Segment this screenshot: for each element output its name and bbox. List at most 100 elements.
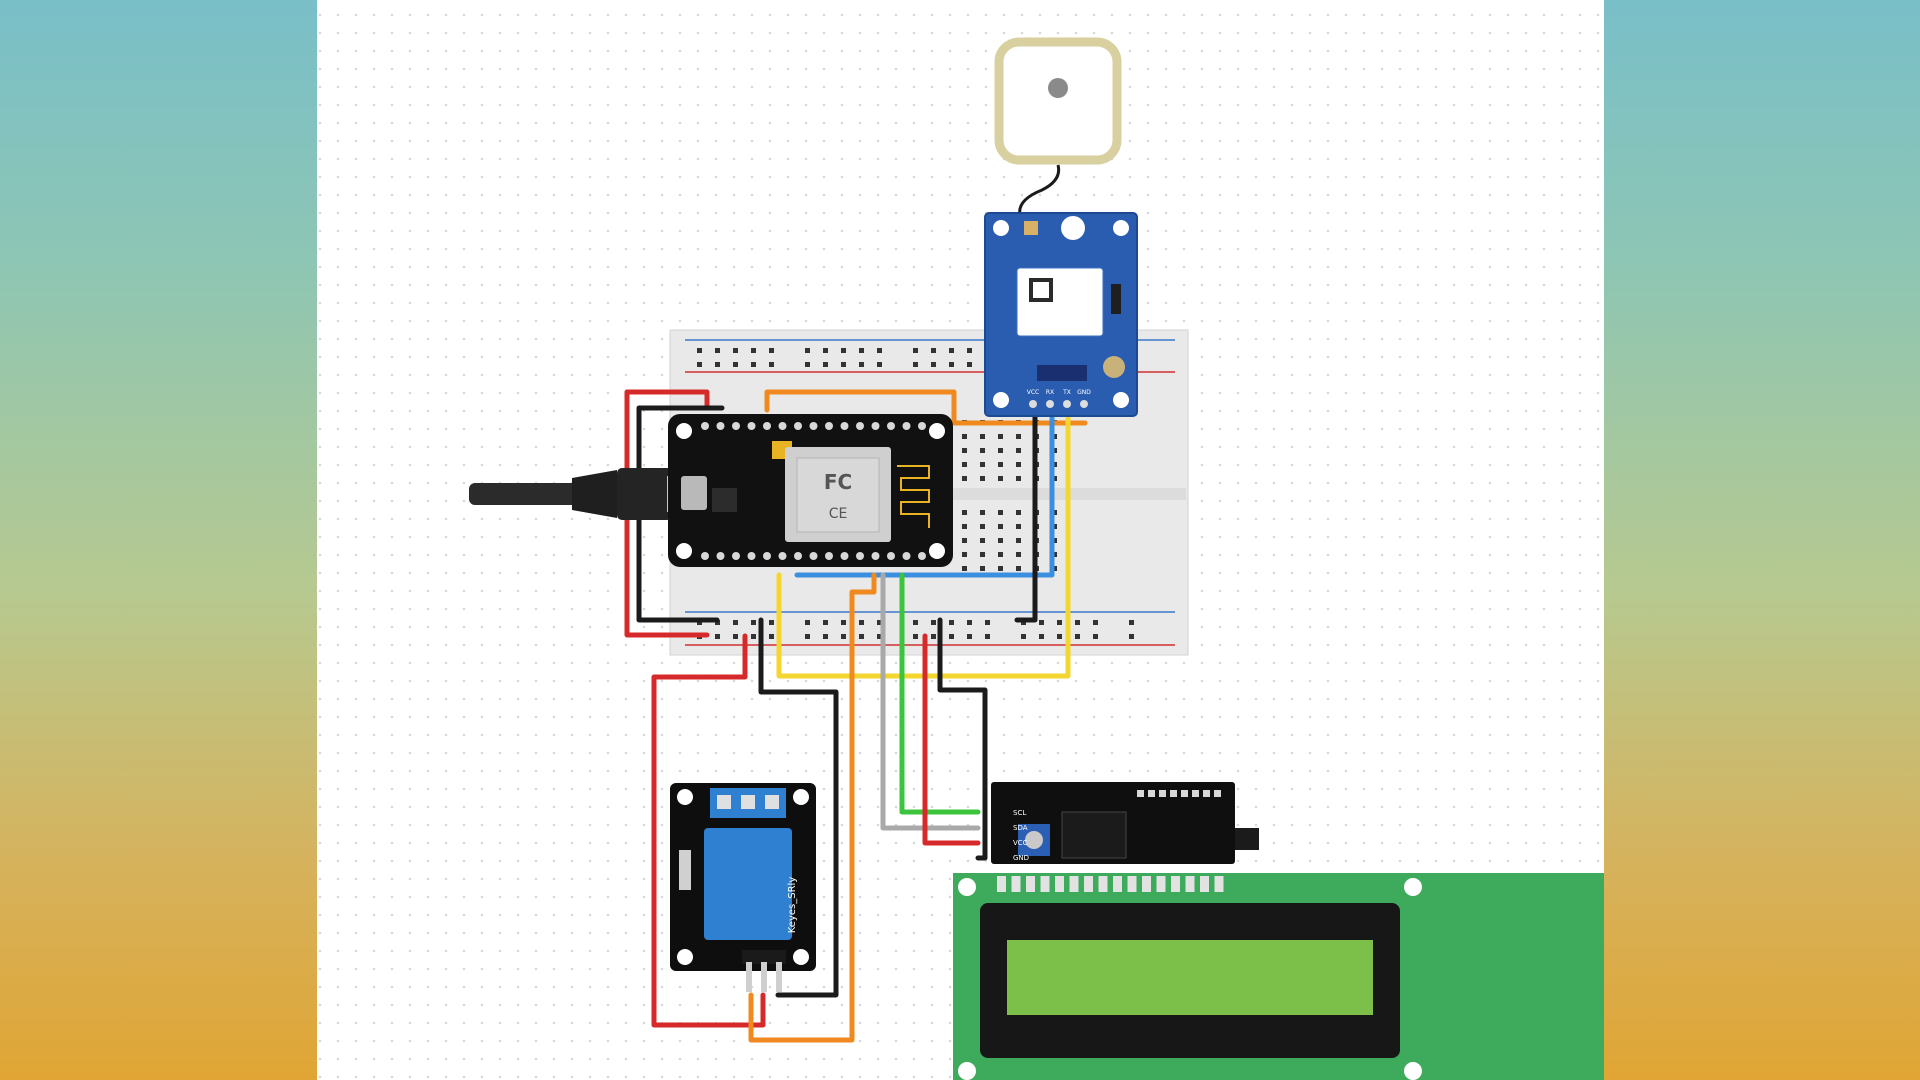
bb-hole [769, 634, 774, 639]
bb-hole [967, 634, 972, 639]
bb-hole [980, 524, 985, 529]
mcu-pin [840, 552, 849, 560]
mcu-pin [918, 552, 926, 560]
mcu-chip-label: FC [824, 470, 852, 494]
bb-hole [1129, 620, 1134, 625]
lcd-pin [1069, 876, 1079, 892]
gps-module-icon: VCC RX TX GND [984, 212, 1138, 417]
bb-hole [931, 348, 936, 353]
bb-hole [913, 362, 918, 367]
bb-hole [931, 620, 936, 625]
lcd-pin [1098, 876, 1108, 892]
bb-hole [733, 634, 738, 639]
bb-hole [805, 348, 810, 353]
bb-hole [805, 634, 810, 639]
mcu-pin [701, 552, 709, 560]
bb-hole [823, 620, 828, 625]
bb-hole [733, 362, 738, 367]
bb-hole [1016, 510, 1021, 515]
bb-hole [1016, 434, 1021, 439]
bb-hole [967, 620, 972, 625]
bb-hole [962, 434, 967, 439]
i2c-pin [1192, 790, 1199, 797]
bb-hole [998, 476, 1003, 481]
bb-hole [998, 448, 1003, 453]
bb-hole [985, 620, 990, 625]
bb-hole [998, 566, 1003, 571]
gps-pin-tx: TX [1062, 389, 1071, 396]
i2c-adapter-icon: SCL SDA VCC GND [991, 782, 1259, 864]
mcu-pin [871, 552, 880, 560]
mcu-pin [856, 552, 864, 560]
mcu-chip-sublabel: CE [829, 506, 848, 522]
mcu-pin [732, 422, 740, 430]
bb-hole [751, 634, 756, 639]
bb-hole [769, 362, 774, 367]
bb-hole [1016, 448, 1021, 453]
lcd-pin [1084, 876, 1093, 892]
bb-hole [1075, 634, 1080, 639]
i2c-pin-sda: SDA [1013, 824, 1028, 832]
bb-hole [841, 634, 846, 639]
mcu-pin [747, 422, 756, 430]
bb-hole [841, 348, 846, 353]
bb-hole [877, 634, 882, 639]
mcu-pin [902, 552, 911, 560]
i2c-pin-gnd: GND [1013, 854, 1029, 862]
mcu-pin [902, 422, 911, 430]
bb-hole [769, 620, 774, 625]
bb-hole [1057, 634, 1062, 639]
bb-hole [841, 620, 846, 625]
bb-hole [998, 524, 1003, 529]
lcd-pin [1055, 876, 1064, 892]
lcd-pin [1142, 876, 1151, 892]
bb-hole [823, 362, 828, 367]
bb-hole [980, 552, 985, 557]
bb-hole [751, 362, 756, 367]
wire-red-relay-vcc [651, 633, 766, 1028]
mcu-pin [701, 422, 709, 430]
wire-orange-gps [764, 389, 1088, 426]
bb-hole [980, 510, 985, 515]
bb-hole [962, 462, 967, 467]
mcu-pin [763, 552, 771, 560]
i2c-pin [1148, 790, 1155, 797]
mcu-pin [716, 552, 725, 560]
wire-black-gps-ground [1014, 405, 1038, 623]
bb-hole [733, 348, 738, 353]
bb-hole [962, 524, 967, 529]
gps-pin-vcc: VCC [1027, 389, 1039, 396]
mcu-pin [871, 422, 880, 430]
lcd-pin [1214, 876, 1224, 892]
mcu-pin [840, 422, 849, 430]
bb-hole [697, 348, 702, 353]
mcu-pin [887, 422, 895, 430]
mcu-pin [809, 422, 818, 430]
bb-hole [751, 348, 756, 353]
bb-hole [859, 348, 864, 353]
mcu-pin [794, 422, 802, 430]
gps-pin-gnd: GND [1077, 389, 1091, 396]
bb-hole [1016, 552, 1021, 557]
bb-hole [980, 566, 985, 571]
bb-hole [697, 362, 702, 367]
bb-hole [1039, 620, 1044, 625]
bb-hole [949, 620, 954, 625]
bb-hole [1016, 524, 1021, 529]
bb-hole [805, 620, 810, 625]
lcd-display-icon [953, 873, 1604, 1080]
mcu-pin [778, 422, 787, 430]
bb-hole [1093, 620, 1098, 625]
bb-hole [769, 348, 774, 353]
bb-hole [962, 448, 967, 453]
bb-hole [980, 448, 985, 453]
bb-hole [913, 620, 918, 625]
i2c-pin-scl: SCL [1013, 809, 1026, 817]
bb-hole [733, 620, 738, 625]
bb-hole [859, 362, 864, 367]
bb-hole [913, 634, 918, 639]
background-right-panel [1604, 0, 1920, 1080]
lcd-pin [1026, 876, 1035, 892]
mcu-pin [747, 552, 756, 560]
wire-orange-relay-signal [748, 572, 877, 1043]
